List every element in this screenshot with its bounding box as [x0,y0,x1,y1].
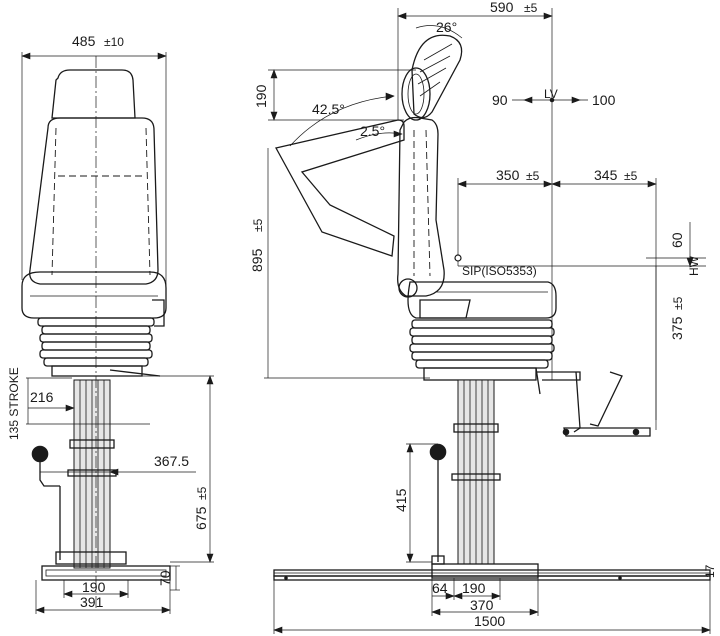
dim-675-tol: ±5 [195,486,209,500]
front-backrest [29,117,159,285]
front-seat-cushion [21,271,167,319]
dim-391: 391 [80,594,104,610]
dim-375: 375 [669,316,685,340]
dim-angle-42-5: 42.5° [312,101,345,117]
front-headrest [51,69,136,119]
dim-17: 17 [703,564,717,578]
side-view: 590 ±5 26° 190 42.5° 2.5° 895 ±5 LV 90 1… [249,0,717,634]
side-column [451,379,501,565]
dim-375-tol: ±5 [671,296,685,310]
dim-190-front: 190 [82,579,106,595]
dim-100: 100 [592,92,616,108]
dim-485: 485 [72,33,96,49]
sip-point [454,254,462,262]
dim-345-tol: ±5 [624,169,638,183]
dim-675: 675 [193,506,209,530]
dim-1500: 1500 [474,613,505,629]
side-rail [273,569,711,581]
dim-216: 216 [30,389,54,405]
dim-angle-2-5: 2.5° [360,123,385,139]
dim-345: 345 [594,167,618,183]
dim-895-tol: ±5 [251,218,265,232]
side-backrest [397,116,445,297]
dim-stroke: 135 STROKE [7,367,21,440]
dim-90: 90 [492,92,508,108]
dim-590: 590 [490,0,514,15]
label-lv: LV [544,87,558,101]
dim-485-tol: ±10 [104,35,124,49]
side-footrest [535,367,651,437]
dim-895: 895 [249,248,265,272]
dim-367-5: 367.5 [154,453,189,469]
front-view: 485 ±10 135 STROKE 216 367.5 675 ±5 70 [7,33,214,614]
front-column [55,379,127,569]
dim-190-side: 190 [253,84,269,108]
dim-64: 64 [432,580,448,596]
side-headrest [401,67,431,121]
side-seat-cushion [407,281,557,319]
dim-415: 415 [393,488,409,512]
front-base [41,565,171,581]
dim-350: 350 [496,167,520,183]
dim-590-tol: ±5 [524,1,538,15]
side-bellows [409,319,555,369]
dim-350-tol: ±5 [526,169,540,183]
label-hw: HW [687,255,701,276]
dim-angle-26: 26° [436,19,457,35]
dim-190-side-base: 190 [462,580,486,596]
dim-60: 60 [669,232,685,248]
label-sip: SIP(ISO5353) [462,264,537,278]
side-joystick [429,443,447,565]
dim-70: 70 [157,570,173,586]
dim-370: 370 [470,597,494,613]
front-joystick [31,445,61,560]
